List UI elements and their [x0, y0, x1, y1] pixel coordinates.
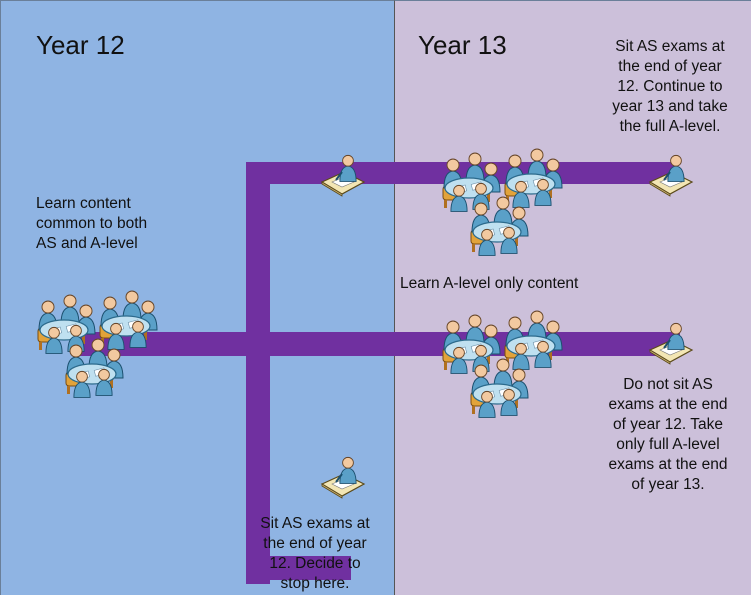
common-content-note: Learn content common to both AS and A-le… — [36, 195, 148, 252]
classroom-group-icon — [442, 148, 563, 256]
no-as-note: Do not sit AS exams at the end of year 1… — [608, 376, 728, 493]
branch-trunk — [246, 162, 270, 584]
main-pathway — [80, 332, 680, 356]
alevel-only-note: Learn A-level only content — [400, 275, 579, 292]
as-stop-note: Sit AS exams at the end of year 12. Deci… — [260, 515, 370, 592]
as-then-alevel-note: Sit AS exams at the end of year 12. Cont… — [612, 38, 728, 135]
student-at-desk-icon — [320, 456, 366, 499]
student-at-desk-icon — [648, 154, 694, 197]
year-13-panel — [394, 0, 751, 595]
classroom-group-icon — [442, 310, 563, 418]
year-12-heading: Year 12 — [36, 30, 125, 60]
year-13-heading: Year 13 — [418, 30, 507, 60]
student-at-desk-icon — [320, 154, 366, 197]
classroom-group-icon — [37, 290, 158, 398]
as-stop-pathway — [246, 556, 351, 580]
student-at-desk-icon — [648, 322, 694, 365]
